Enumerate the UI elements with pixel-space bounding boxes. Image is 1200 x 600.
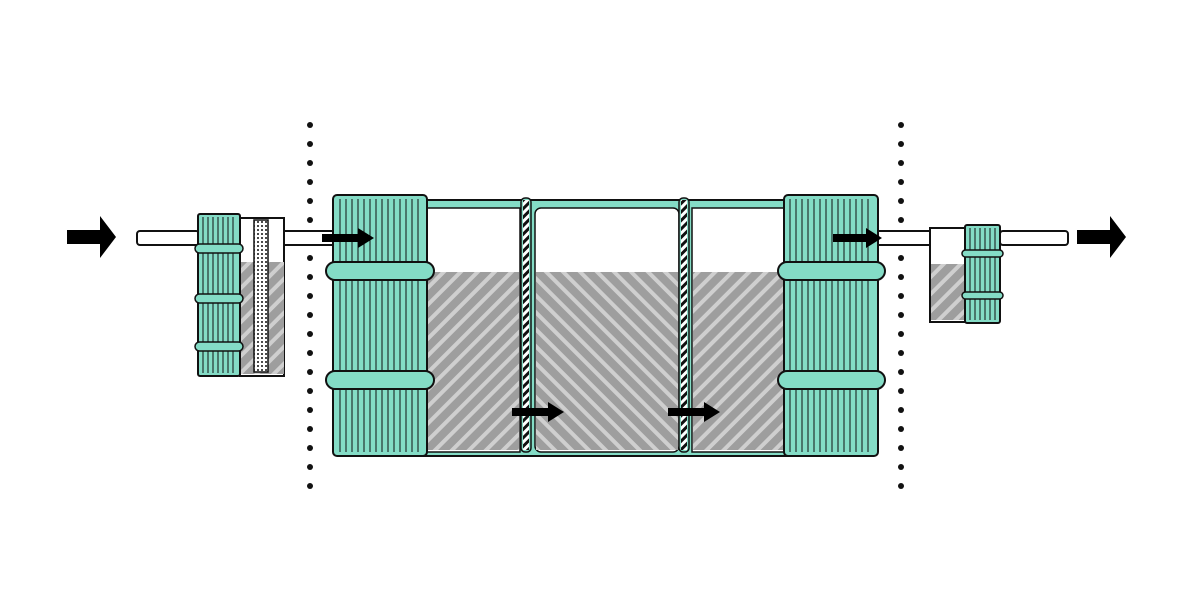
boundary-dot: [307, 464, 313, 470]
boundary-dot: [898, 312, 904, 318]
boundary-dot: [307, 255, 313, 261]
boundary-dot: [898, 426, 904, 432]
main-tank: [325, 194, 886, 457]
boundary-dot: [307, 141, 313, 147]
boundary-dot: [898, 350, 904, 356]
arrow-right-icon: [67, 216, 116, 258]
boundary-dot: [307, 426, 313, 432]
boundary-dot: [307, 122, 313, 128]
boundary-dot: [898, 407, 904, 413]
arrow-right-icon: [668, 402, 720, 422]
boundary-dot: [898, 179, 904, 185]
boundary-dot: [898, 331, 904, 337]
arrow-right-icon: [1077, 216, 1126, 258]
outlet-filter-chamber: [929, 224, 1004, 324]
boundary-dot: [898, 388, 904, 394]
boundary-dot: [898, 274, 904, 280]
boundary-dot: [307, 407, 313, 413]
baffle-wall-1: [520, 197, 532, 453]
boundary-dot: [898, 445, 904, 451]
inlet-filter-chamber: [194, 213, 285, 377]
boundary-dot: [898, 198, 904, 204]
boundary-dot: [307, 293, 313, 299]
boundary-dot: [307, 331, 313, 337]
boundary-dot: [898, 369, 904, 375]
boundary-dot: [898, 483, 904, 489]
boundary-line-right: [898, 122, 904, 489]
main-tank-chamber-1: [426, 207, 521, 453]
boundary-dot: [898, 217, 904, 223]
boundary-dot: [307, 274, 313, 280]
boundary-dot: [307, 350, 313, 356]
boundary-dot: [307, 369, 313, 375]
boundary-dot: [307, 445, 313, 451]
boundary-dot: [307, 483, 313, 489]
outlet-pipe: [877, 230, 1069, 246]
boundary-dot: [307, 388, 313, 394]
boundary-dot: [307, 179, 313, 185]
arrow-right-icon: [833, 228, 882, 248]
boundary-dot: [898, 464, 904, 470]
arrow-right-icon: [512, 402, 564, 422]
boundary-dot: [898, 293, 904, 299]
boundary-dot: [307, 198, 313, 204]
boundary-dot: [307, 160, 313, 166]
boundary-dot: [898, 141, 904, 147]
boundary-dot: [898, 160, 904, 166]
boundary-line-left: [307, 122, 313, 489]
boundary-dot: [307, 312, 313, 318]
boundary-dot: [898, 122, 904, 128]
outlet-filter-ribs: [969, 228, 996, 320]
baffle-wall-2: [678, 197, 690, 453]
boundary-dot: [307, 217, 313, 223]
arrow-right-icon: [322, 228, 374, 248]
tank-bands: [325, 261, 886, 390]
flow-arrows: [67, 216, 1126, 422]
boundary-dot: [898, 255, 904, 261]
main-tank-chamber-2: [534, 207, 680, 453]
